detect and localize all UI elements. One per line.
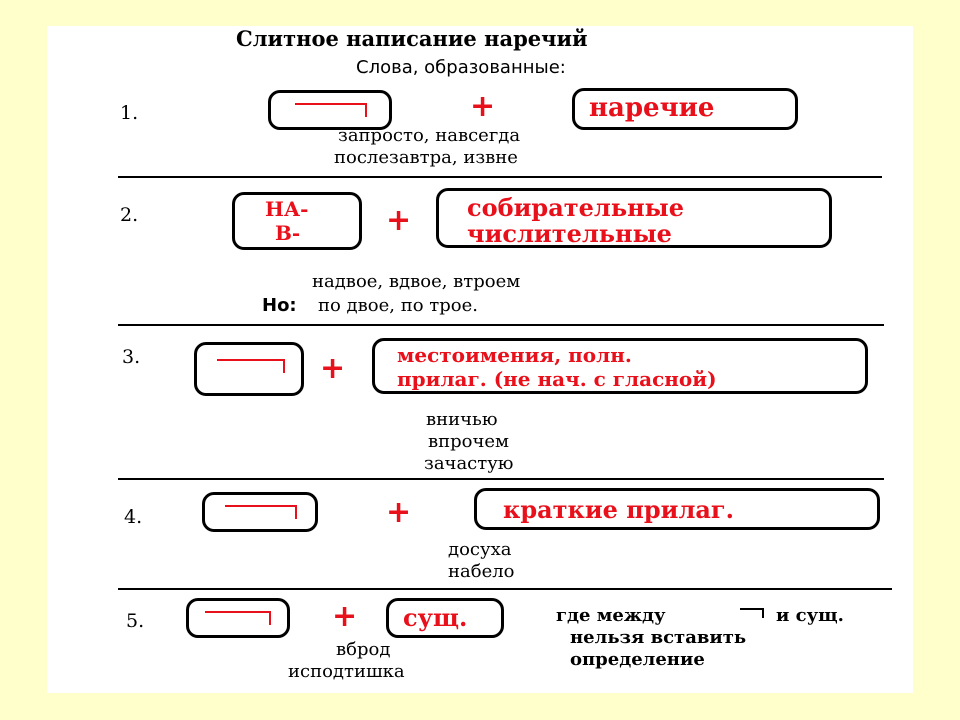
page-subtitle: Слова, образованные:	[356, 57, 566, 78]
page-title: Слитное написание наречий	[236, 26, 588, 51]
rule-5-prefix-box	[186, 598, 290, 638]
rule-2-number: 2.	[120, 204, 139, 226]
rule-2-exception-label: Но:	[262, 295, 297, 316]
rule-1-right-label: наречие	[589, 93, 715, 123]
rule-3-number: 3.	[122, 346, 141, 368]
rule-3-example-1: вничью	[426, 409, 498, 430]
prefix-mark-icon	[217, 359, 285, 373]
rule-2-right-label-2: числительные	[467, 219, 672, 248]
rule-4-right-box: краткие прилаг.	[474, 488, 880, 530]
rule-3-example-3: зачастую	[424, 453, 514, 474]
rule-5-example-2: исподтишка	[288, 661, 405, 682]
rule-4-right-label: краткие прилаг.	[503, 495, 734, 524]
divider-2	[118, 324, 884, 326]
rule-3-right-box: местоимения, полн. прилаг. (не нач. с гл…	[372, 338, 868, 394]
rule-4-number: 4.	[124, 506, 143, 528]
divider-3	[118, 478, 884, 480]
rule-5-right-box: сущ.	[386, 598, 504, 638]
rule-2-right-label-1: собирательные	[467, 193, 685, 222]
rule-5-note-1: где между	[556, 605, 666, 626]
rule-5-note-3: определение	[570, 649, 705, 670]
rule-2-plus: +	[386, 203, 412, 238]
rule-5-note-2: нельзя вставить	[570, 627, 747, 648]
prefix-mark-icon	[205, 611, 271, 625]
rule-5-right-label: сущ.	[403, 603, 468, 632]
rule-5-note-1b: и сущ.	[776, 605, 844, 626]
rule-3-prefix-box	[194, 342, 304, 396]
rule-4-example-1: досуха	[448, 539, 512, 560]
rule-2-prefix-1: НА-	[265, 197, 309, 221]
prefix-mark-icon	[295, 103, 367, 117]
rule-1-right-box: наречие	[572, 88, 798, 130]
rule-2-prefix-box: НА- В-	[232, 192, 362, 250]
rule-1-example-1: запросто, навсегда	[338, 125, 521, 146]
rule-1-prefix-box	[268, 90, 392, 130]
rule-5-number: 5.	[126, 610, 145, 632]
rule-3-right-label-1: местоимения, полн.	[397, 343, 632, 367]
rule-2-exception-text: по двое, по трое.	[318, 295, 478, 316]
rule-3-example-2: впрочем	[428, 431, 510, 452]
rule-2-right-box: собирательные числительные	[436, 188, 832, 248]
prefix-mark-icon	[740, 608, 764, 618]
rule-5-plus: +	[332, 599, 358, 634]
divider-1	[118, 176, 882, 178]
rule-2-example: надвое, вдвое, втроем	[312, 271, 521, 292]
rule-4-example-2: набело	[448, 561, 515, 582]
rule-1-plus: +	[470, 89, 496, 124]
rule-3-right-label-2: прилаг. (не нач. с гласной)	[397, 367, 717, 391]
rule-4-prefix-box	[202, 492, 318, 532]
rule-1-number: 1.	[120, 102, 139, 124]
rule-1-example-2: послезавтра, извне	[334, 147, 518, 168]
rule-3-plus: +	[320, 351, 346, 386]
rule-2-prefix-2: В-	[275, 221, 301, 245]
rule-4-plus: +	[386, 495, 412, 530]
prefix-mark-icon	[225, 505, 297, 519]
divider-4	[118, 588, 892, 590]
rule-5-example-1: вброд	[336, 639, 391, 660]
